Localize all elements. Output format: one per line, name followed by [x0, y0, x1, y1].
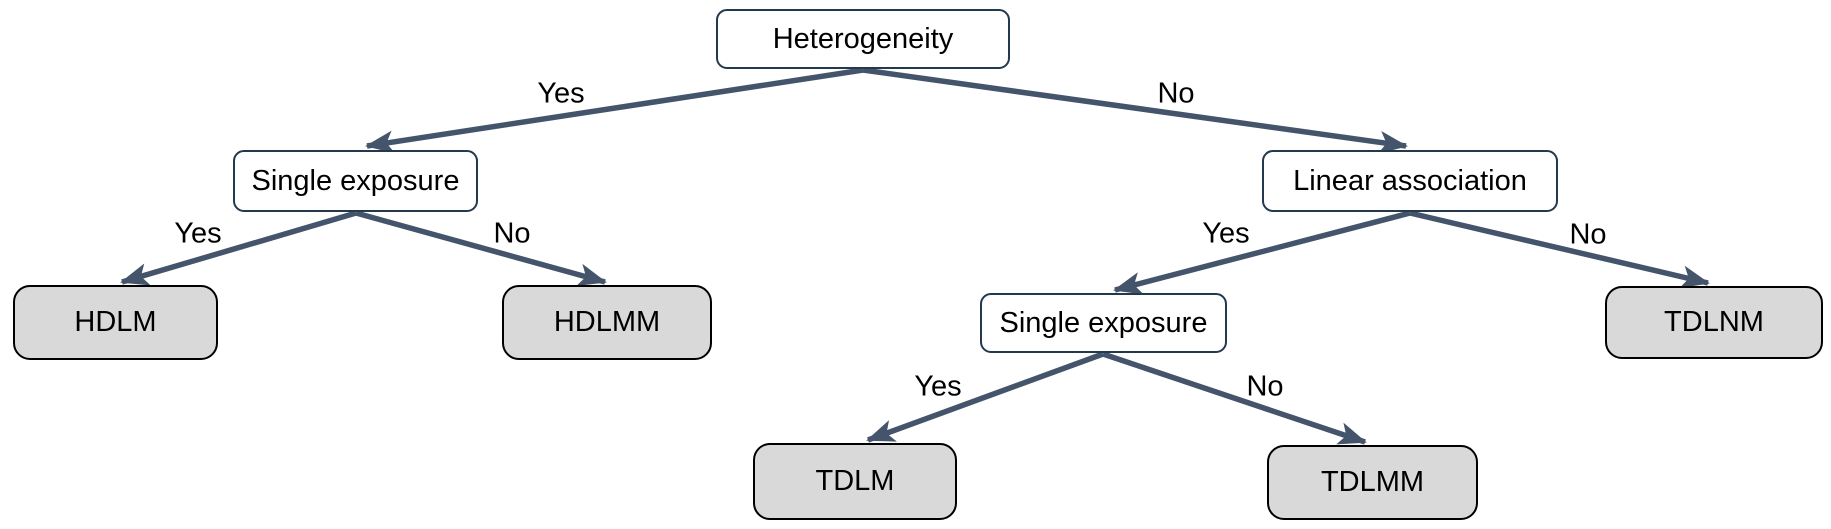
edge-single-exposure-right-to-tdlmm	[1102, 351, 1367, 445]
edge-heterogeneity-to-linear-association	[862, 67, 1408, 154]
node-linear-association: Linear association	[1262, 150, 1558, 212]
edge-label-yes-single-exposure-right-to-tdlm: Yes	[914, 370, 962, 403]
edge-label-yes-linear-association-to-single-exposure-right: Yes	[1202, 217, 1250, 250]
edge-linear-association-to-single-exposure-right	[1113, 210, 1411, 295]
edge-single-exposure-right-to-tdlm	[866, 351, 1104, 443]
edge-label-yes-heterogeneity-to-single-exposure-left: Yes	[537, 77, 585, 110]
edge-single-exposure-left-to-hdlmm	[355, 210, 607, 286]
edge-label-yes-single-exposure-left-to-hdlm: Yes	[174, 217, 222, 250]
edge-label-no-heterogeneity-to-linear-association: No	[1157, 77, 1195, 110]
edge-lines	[120, 67, 1710, 445]
node-tdlm: TDLM	[753, 443, 957, 520]
node-tdlmm: TDLMM	[1267, 445, 1478, 520]
edge-single-exposure-left-to-hdlm	[120, 210, 357, 286]
node-hdlmm: HDLMM	[502, 285, 712, 360]
edge-label-no-single-exposure-right-to-tdlmm: No	[1246, 370, 1284, 403]
node-single-exposure-right: Single exposure	[980, 293, 1227, 353]
node-heterogeneity: Heterogeneity	[716, 9, 1010, 69]
node-single-exposure-left: Single exposure	[233, 150, 478, 212]
edge-label-no-linear-association-to-tdlnm: No	[1569, 218, 1607, 251]
node-tdlnm: TDLNM	[1605, 286, 1823, 359]
edge-heterogeneity-to-single-exposure-left	[365, 67, 864, 154]
edge-label-no-single-exposure-left-to-hdlmm: No	[493, 217, 531, 250]
node-hdlm: HDLM	[13, 285, 218, 360]
edge-linear-association-to-tdlnm	[1409, 210, 1710, 289]
